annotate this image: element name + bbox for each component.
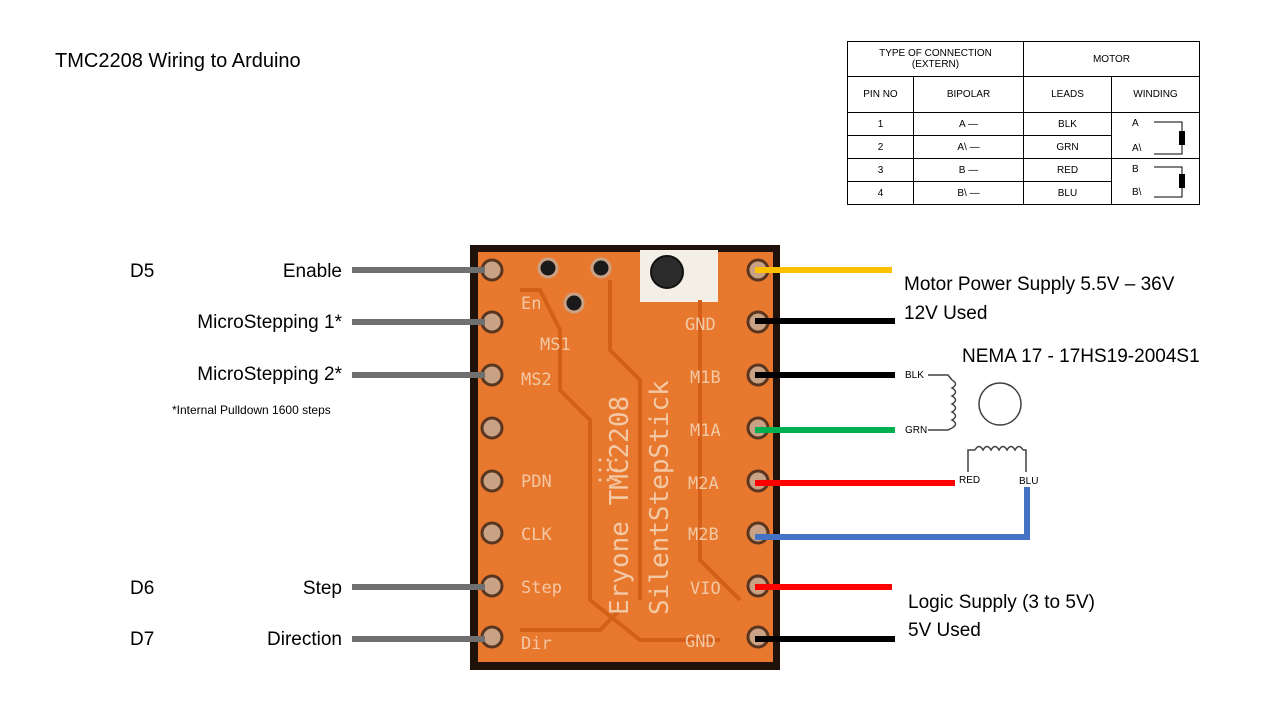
arduino-pin-d6: D6: [130, 578, 155, 599]
enable-label: Enable: [282, 261, 342, 282]
board-silkscreen: En MS1 MS2 PDN CLK Step Dir GND M1B M1A …: [521, 294, 721, 654]
table-col-pin: PIN NO: [847, 76, 914, 113]
coil-b-lead-right: [1023, 449, 1027, 472]
pulldown-footnote: *Internal Pulldown 1600 steps: [172, 403, 331, 417]
board-traces: [520, 280, 742, 642]
m2b-wire: [755, 487, 1030, 540]
svg-text:GRN: GRN: [905, 425, 927, 436]
potentiometer-icon: [650, 255, 684, 289]
svg-text:Dir: Dir: [521, 634, 552, 654]
svg-text:MS1: MS1: [540, 335, 571, 355]
left-pin-header: [480, 258, 504, 649]
svg-text:GND: GND: [685, 632, 716, 652]
board-copper-area: [478, 252, 773, 662]
svg-text:GND: GND: [685, 315, 716, 335]
left-signal-wires: [352, 267, 485, 642]
motor-schematic: [928, 374, 1027, 472]
table-col-bipolar: BIPOLAR: [913, 76, 1024, 113]
svg-text:M1A: M1A: [690, 421, 721, 441]
svg-text:En: En: [521, 294, 541, 314]
winding-a-coil-icon: [1154, 121, 1185, 155]
coil-a-icon: [950, 379, 957, 429]
svg-text:BLK: BLK: [905, 370, 924, 381]
direction-label: Direction: [267, 629, 342, 650]
motor-power-used-label: 12V Used: [904, 303, 988, 324]
svg-text:RED: RED: [959, 475, 980, 486]
table-header-connection: TYPE OF CONNECTION(EXTERN): [847, 41, 1024, 77]
motor-model-label: NEMA 17 - 17HS19-2004S1: [962, 346, 1200, 367]
step-label: Step: [302, 578, 342, 599]
svg-text:M2A: M2A: [688, 474, 719, 494]
logic-supply-label: Logic Supply (3 to 5V): [908, 592, 1095, 613]
svg-text:SilentStepStick: SilentStepStick: [645, 380, 675, 615]
svg-text:Eryone TMC2208: Eryone TMC2208: [605, 396, 635, 615]
microstepping-1-label: MicroStepping 1*: [197, 312, 342, 333]
coil-b-icon: [974, 445, 1024, 452]
svg-text:VIO: VIO: [690, 579, 721, 599]
logic-supply-used-label: 5V Used: [908, 620, 981, 641]
svg-text:CLK: CLK: [521, 525, 552, 545]
coil-b-lead-left: [967, 449, 975, 472]
svg-text:M1B: M1B: [690, 368, 721, 388]
winding-b: B B\: [1111, 158, 1200, 205]
connection-table: TYPE OF CONNECTION(EXTERN) MOTOR PIN NO …: [847, 41, 1200, 205]
winding-b-coil-icon: [1154, 166, 1185, 198]
arduino-pin-d5: D5: [130, 261, 155, 282]
svg-text:BLU: BLU: [1019, 476, 1038, 487]
coil-a-lead-bottom: [928, 427, 953, 431]
page-title: TMC2208 Wiring to Arduino: [55, 50, 301, 72]
motor-lead-labels: BLK GRN RED BLU: [905, 370, 1038, 487]
board-dot-grid: [598, 458, 618, 482]
svg-text:Step: Step: [521, 578, 562, 598]
microstepping-2-label: MicroStepping 2*: [197, 364, 342, 385]
table-row: 3: [847, 158, 914, 182]
svg-text:PDN: PDN: [521, 472, 552, 492]
motor-rotor-icon: [978, 382, 1022, 426]
motor-power-label: Motor Power Supply 5.5V – 36V: [904, 274, 1175, 295]
svg-text:MS2: MS2: [521, 370, 552, 390]
board-vias: [537, 257, 612, 314]
svg-text:M2B: M2B: [688, 525, 719, 545]
arduino-pin-d7: D7: [130, 629, 155, 650]
table-header-motor: MOTOR: [1023, 41, 1200, 77]
coil-a-lead-top: [928, 374, 953, 381]
